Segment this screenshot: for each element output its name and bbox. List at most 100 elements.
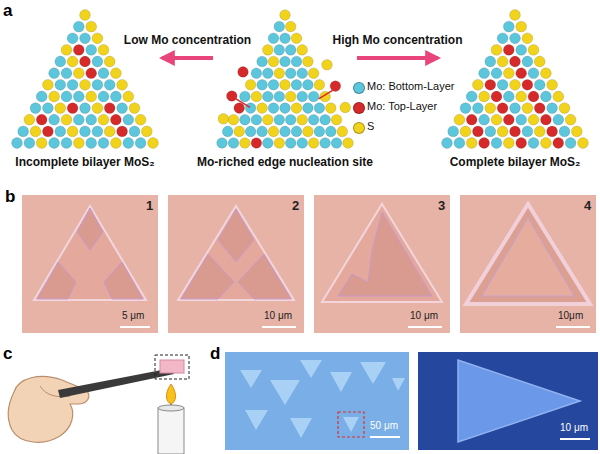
atom bbox=[516, 114, 527, 125]
atom bbox=[117, 103, 128, 114]
atom bbox=[473, 126, 484, 137]
atom bbox=[135, 138, 146, 149]
atom bbox=[245, 126, 256, 137]
atom bbox=[343, 138, 354, 149]
free-atom bbox=[238, 67, 249, 78]
atom bbox=[257, 56, 268, 67]
atom bbox=[516, 91, 527, 102]
atom bbox=[67, 126, 78, 137]
lattice-art bbox=[440, 8, 590, 150]
atom bbox=[503, 138, 514, 149]
atom bbox=[285, 138, 296, 149]
atom bbox=[503, 91, 514, 102]
atom bbox=[285, 21, 296, 32]
atom bbox=[98, 91, 109, 102]
lattice-art bbox=[10, 8, 160, 150]
atom bbox=[274, 114, 285, 125]
node-caption: Complete bilayer MoS₂ bbox=[450, 156, 581, 170]
micrograph-1 bbox=[22, 195, 158, 333]
free-atom bbox=[218, 114, 229, 125]
atom bbox=[234, 103, 245, 114]
atom bbox=[491, 91, 502, 102]
atom bbox=[245, 103, 256, 114]
atom bbox=[454, 138, 465, 149]
atom bbox=[86, 114, 97, 125]
atom bbox=[485, 79, 496, 90]
scale-label: 5 μm bbox=[122, 310, 144, 322]
atom bbox=[104, 126, 115, 137]
node-caption: Incomplete bilayer MoS₂ bbox=[15, 156, 154, 170]
atom bbox=[30, 103, 41, 114]
atom bbox=[280, 80, 291, 91]
atom bbox=[559, 103, 570, 114]
atom bbox=[308, 114, 319, 125]
atom bbox=[251, 91, 262, 102]
atom bbox=[442, 138, 453, 149]
atom bbox=[303, 56, 314, 67]
atom bbox=[86, 45, 97, 56]
atom bbox=[534, 103, 545, 114]
atom bbox=[541, 138, 552, 149]
atom bbox=[263, 114, 274, 125]
lattice-node: Complete bilayer MoS₂ bbox=[440, 8, 590, 150]
micrograph-4 bbox=[460, 195, 596, 333]
atom bbox=[268, 56, 279, 67]
atom bbox=[274, 91, 285, 102]
atom bbox=[86, 138, 97, 149]
atom bbox=[291, 80, 302, 91]
diffusion-arrow bbox=[236, 99, 250, 108]
atom bbox=[61, 68, 72, 79]
legend-text: Mo: Top-Layer bbox=[367, 100, 437, 113]
lattice-art bbox=[215, 8, 355, 150]
atom bbox=[485, 126, 496, 137]
legend-text: S bbox=[367, 120, 374, 133]
atom bbox=[73, 21, 84, 32]
atom bbox=[111, 114, 122, 125]
atom bbox=[510, 56, 521, 67]
atom bbox=[528, 114, 539, 125]
reaction-arrow bbox=[357, 56, 438, 60]
legend-swatch bbox=[353, 82, 365, 94]
atom bbox=[510, 10, 521, 21]
atom bbox=[92, 79, 103, 90]
lattice-node: Incomplete bilayer MoS₂ bbox=[10, 8, 160, 150]
transfer-sketch bbox=[8, 355, 189, 454]
atom bbox=[123, 91, 134, 102]
panel-letter: d bbox=[210, 344, 220, 364]
atom bbox=[454, 114, 465, 125]
atom bbox=[222, 126, 233, 137]
atom bbox=[49, 138, 60, 149]
arrow-label: Low Mo concentration bbox=[122, 34, 253, 48]
atom bbox=[291, 103, 302, 114]
atom bbox=[553, 91, 564, 102]
image-number: 3 bbox=[438, 199, 445, 214]
atom bbox=[86, 91, 97, 102]
atom bbox=[578, 138, 589, 149]
atom bbox=[80, 79, 91, 90]
atom bbox=[547, 79, 558, 90]
atom bbox=[491, 138, 502, 149]
atom bbox=[479, 114, 490, 125]
reaction-arrow bbox=[162, 56, 213, 60]
atom bbox=[251, 68, 262, 79]
atom bbox=[491, 114, 502, 125]
atom bbox=[460, 103, 471, 114]
atom bbox=[326, 126, 337, 137]
atom bbox=[491, 45, 502, 56]
atom bbox=[98, 45, 109, 56]
atom bbox=[67, 33, 78, 44]
atom bbox=[228, 114, 239, 125]
atom bbox=[24, 138, 35, 149]
atom bbox=[92, 56, 103, 67]
atom bbox=[326, 103, 337, 114]
atom bbox=[528, 45, 539, 56]
atom bbox=[228, 138, 239, 149]
atom bbox=[448, 126, 459, 137]
atom bbox=[516, 21, 527, 32]
atom bbox=[117, 126, 128, 137]
image-number: 4 bbox=[584, 199, 591, 214]
atom bbox=[291, 33, 302, 44]
atom bbox=[49, 91, 60, 102]
atom bbox=[92, 33, 103, 44]
